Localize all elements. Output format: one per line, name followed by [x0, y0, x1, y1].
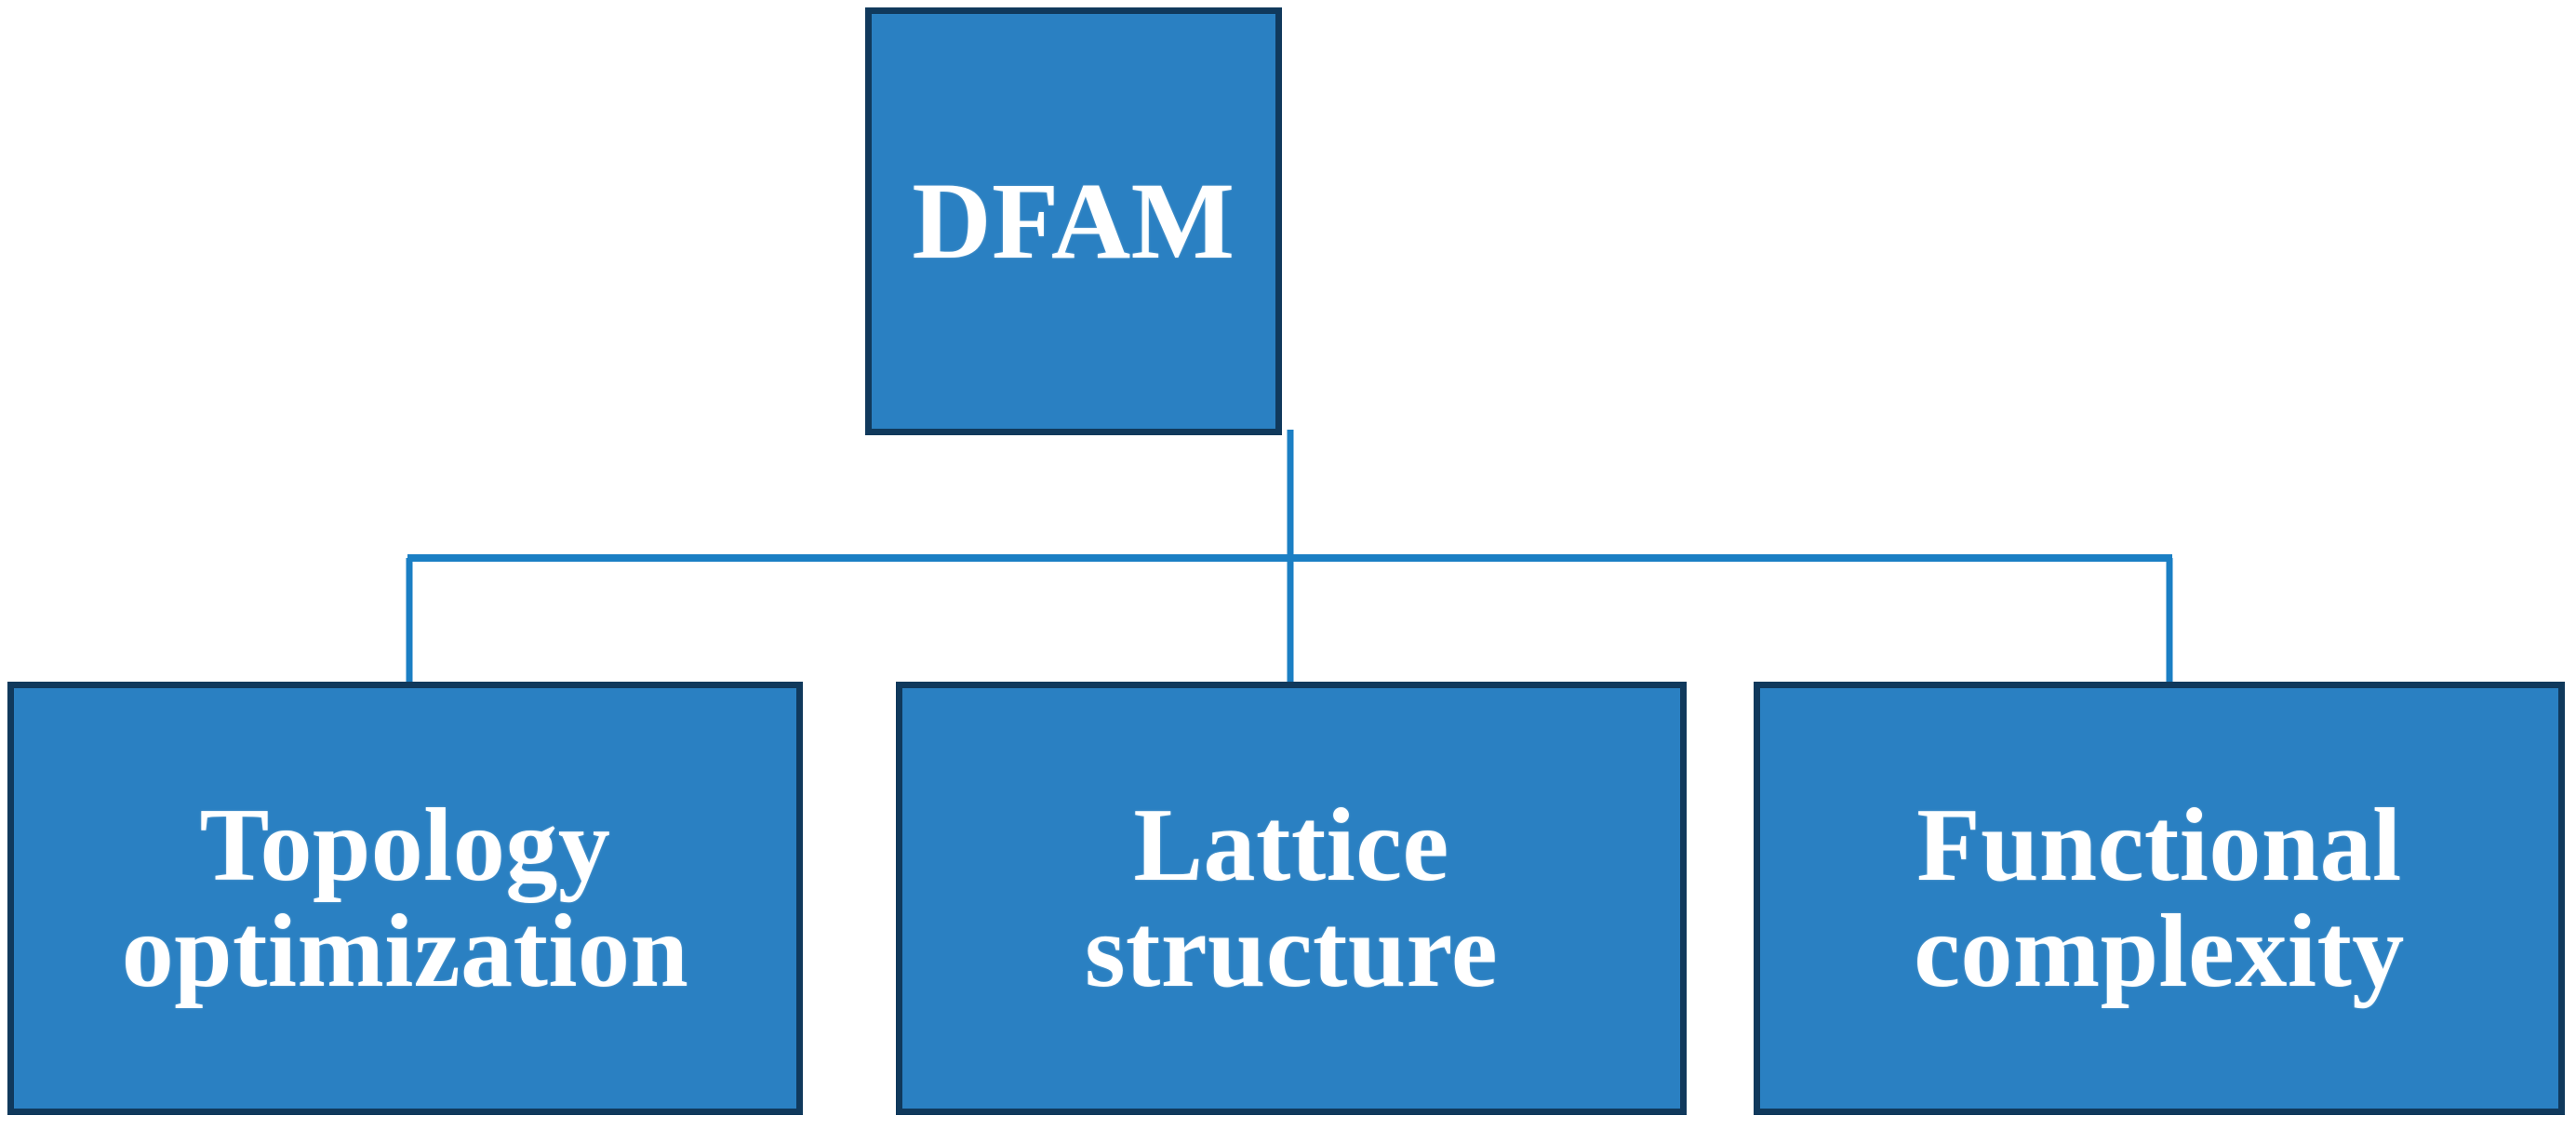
- node-functional-complexity[interactable]: Functional complexity: [1754, 682, 2565, 1115]
- node-functional-complexity-label: Functional complexity: [1914, 787, 2405, 1009]
- node-topology-optimization[interactable]: Topology optimization: [7, 682, 803, 1115]
- node-lattice-structure[interactable]: Lattice structure: [896, 682, 1687, 1115]
- node-topology-optimization-label: Topology optimization: [121, 787, 689, 1009]
- node-dfam[interactable]: DFAM: [865, 7, 1282, 435]
- node-lattice-structure-label: Lattice structure: [1084, 787, 1499, 1009]
- node-dfam-label: DFAM: [912, 159, 1235, 282]
